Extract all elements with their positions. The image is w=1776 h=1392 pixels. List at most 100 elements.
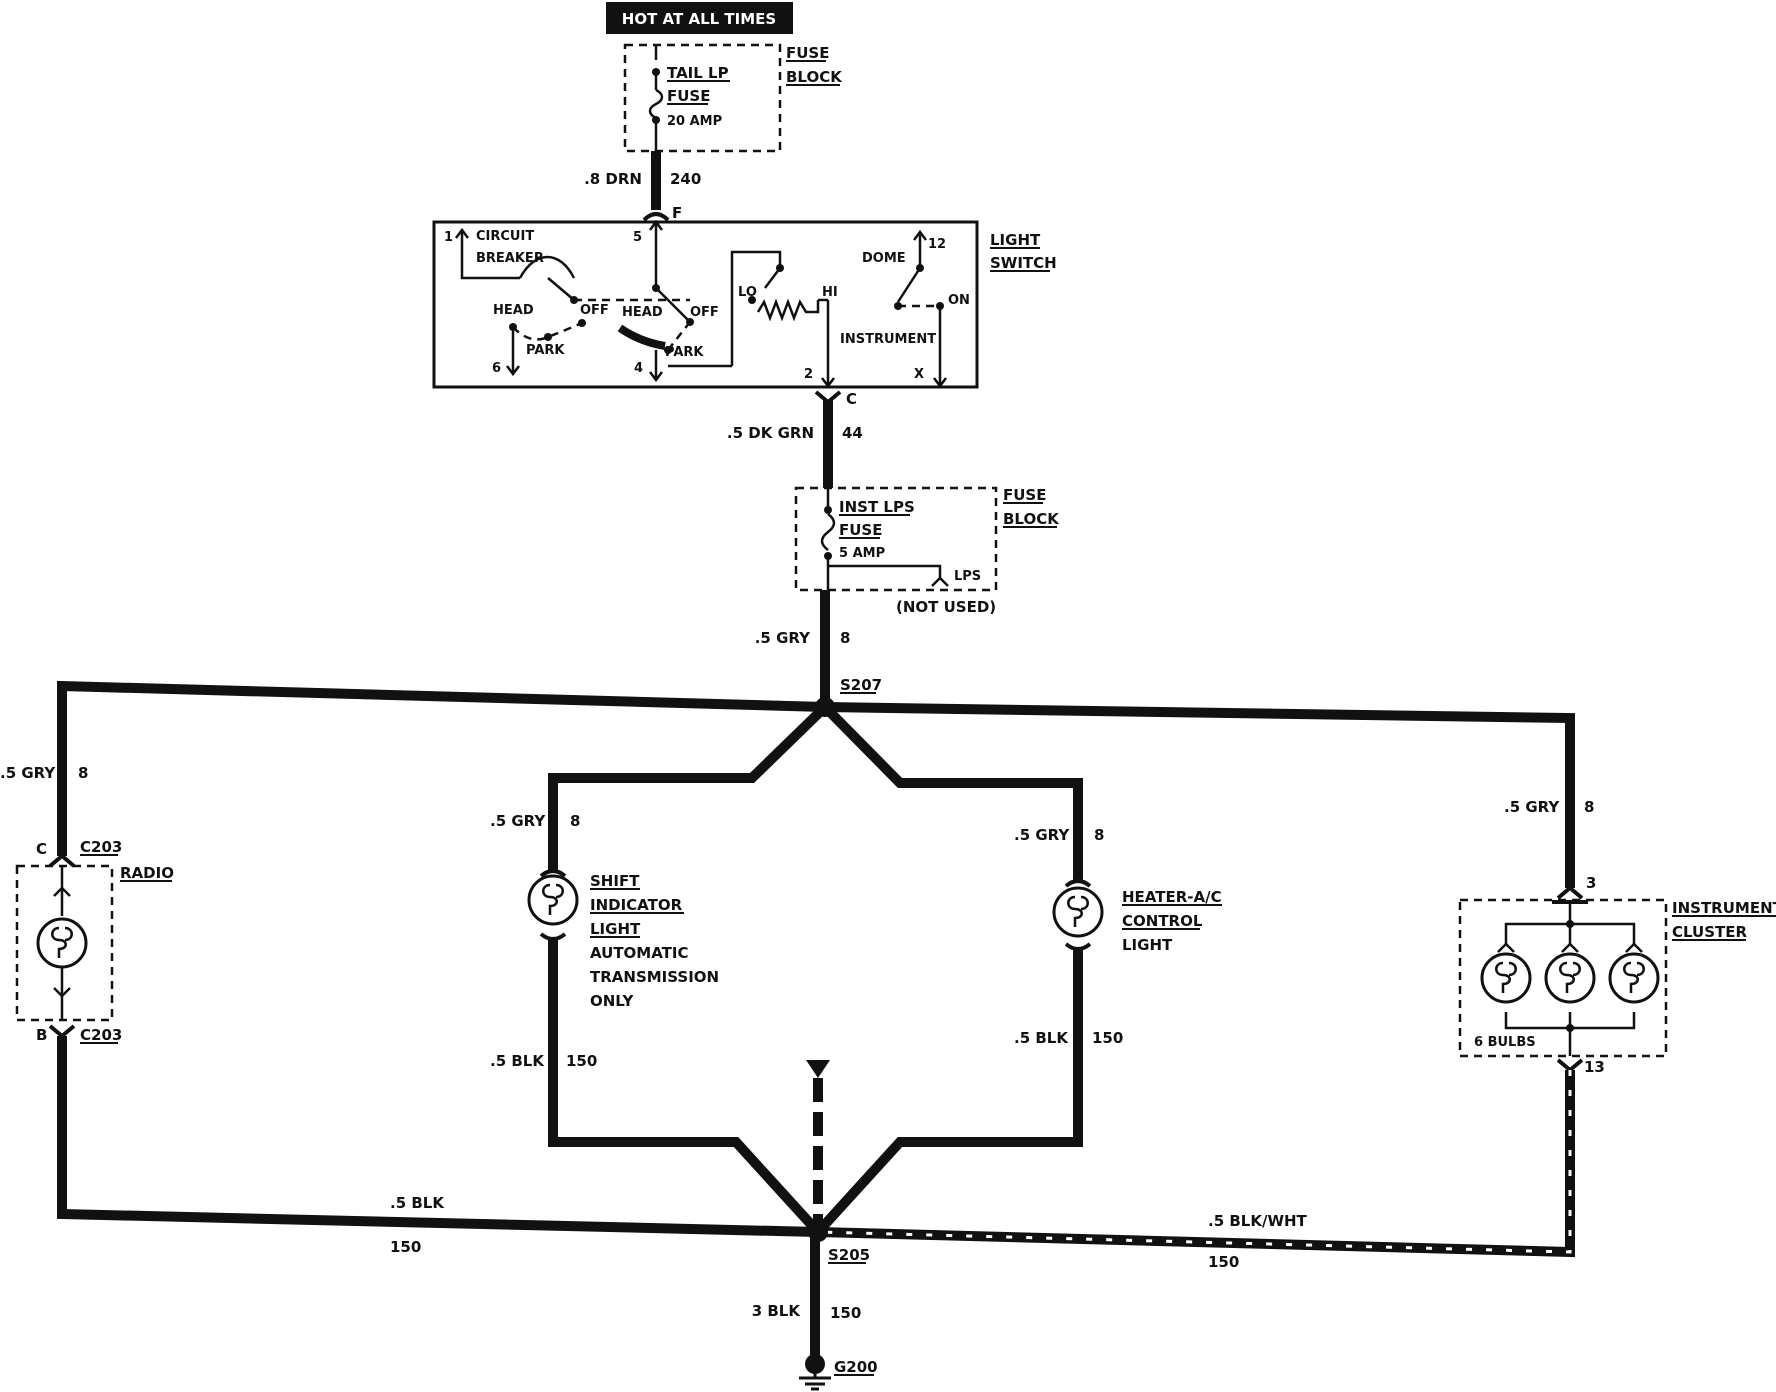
fuse-block-top-name2: BLOCK — [786, 68, 843, 86]
radio-bulb — [36, 917, 88, 969]
heater-ground-wire — [814, 948, 1083, 1236]
park-left-label: PARK — [526, 343, 565, 358]
park-mid-label: PARK — [665, 345, 704, 360]
circuit-breaker-arc — [518, 255, 576, 279]
terminal-1: 1 — [444, 230, 453, 245]
inst-lps-fuse-label: FUSE — [839, 521, 882, 539]
shift-wire-gauge: .5 GRY — [490, 812, 546, 830]
shift-line4: AUTOMATIC — [590, 944, 689, 962]
tail-lp-rating: 20 AMP — [667, 114, 722, 129]
dome-label: DOME — [862, 251, 906, 266]
cluster-wire-circuit: 8 — [1584, 798, 1594, 816]
heater-line2: CONTROL — [1122, 912, 1203, 930]
instrument-label: INSTRUMENT — [840, 332, 936, 347]
splice-s205-label: S205 — [828, 1246, 870, 1264]
cluster-pin-out: 13 — [1584, 1058, 1605, 1076]
lps-label: LPS — [954, 569, 981, 584]
radio-ground-wire — [57, 1036, 819, 1237]
fuse-block-mid-name2: BLOCK — [1003, 510, 1060, 528]
ground-g200-label: G200 — [834, 1358, 878, 1376]
fuse-block-mid-name1: FUSE — [1003, 486, 1046, 504]
wire-to-shift-light — [548, 703, 829, 870]
fuse-block-mid-box — [794, 486, 998, 592]
terminal-12: 12 — [928, 237, 946, 252]
inst-lps-fuse-icon — [820, 513, 836, 551]
hot-at-all-times-text: HOT AT ALL TIMES — [622, 10, 776, 28]
shift-line6: ONLY — [590, 992, 635, 1010]
cluster-ground-wire — [817, 1070, 1575, 1258]
heater-gnd-gauge: .5 BLK — [1014, 1029, 1069, 1047]
ground-g200-terminal — [805, 1354, 825, 1374]
not-used-label: (NOT USED) — [896, 598, 996, 616]
cluster-bulbs-count: 6 BULBS — [1474, 1035, 1536, 1050]
fuse-block-top-name1: FUSE — [786, 44, 829, 62]
heater-line3: LIGHT — [1122, 936, 1173, 954]
radio-name: RADIO — [120, 864, 174, 882]
heater-gnd-circuit: 150 — [1092, 1029, 1123, 1047]
cluster-ground-tracer — [817, 1070, 1572, 1254]
terminal-x: X — [914, 367, 924, 382]
splice-s207-label: S207 — [840, 676, 882, 694]
inst-lps-label: INST LPS — [839, 498, 915, 516]
radio-conn-bot-id: C203 — [80, 1026, 122, 1044]
wire-to-heater-light — [821, 703, 1083, 880]
radio-conn-top-pin: C — [36, 840, 47, 858]
radio-box — [15, 864, 114, 1022]
heater-wire-gauge: .5 GRY — [1014, 826, 1070, 844]
cluster-name2: CLUSTER — [1672, 923, 1747, 941]
cluster-gnd-gauge: .5 BLK/WHT — [1208, 1212, 1308, 1230]
radio-wire-gauge: .5 GRY — [0, 764, 56, 782]
radio-conn-bot-pin: B — [36, 1026, 47, 1044]
off-mid-label: OFF — [690, 305, 719, 320]
head-mid-label: HEAD — [622, 305, 663, 320]
light-switch-name1: LIGHT — [990, 231, 1041, 249]
terminal-4: 4 — [634, 361, 643, 376]
inst-lps-rating: 5 AMP — [839, 546, 885, 561]
light-switch-name2: SWITCH — [990, 254, 1057, 272]
wire-8-main-circuit: 8 — [840, 629, 850, 647]
radio-conn-top-id: C203 — [80, 838, 122, 856]
cluster-gnd-circuit: 150 — [1208, 1253, 1239, 1271]
hot-at-all-times-banner — [606, 2, 793, 34]
cluster-pin-in: 3 — [1586, 874, 1596, 892]
connector-c-label: C — [846, 390, 857, 408]
cluster-bulb-2 — [1544, 952, 1596, 1004]
terminal-6: 6 — [492, 361, 501, 376]
shift-ground-wire — [548, 938, 822, 1236]
headlamp-contact-bar — [617, 324, 666, 350]
fuse-block-top-box — [623, 43, 782, 153]
off-left-label: OFF — [580, 303, 609, 318]
heater-ac-bulb — [1052, 886, 1104, 938]
shift-line3: LIGHT — [590, 920, 641, 938]
tail-lp-fuse-icon — [648, 88, 664, 120]
radio-gnd-circuit: 150 — [390, 1238, 421, 1256]
heater-line1: HEATER-A/C — [1122, 888, 1222, 906]
tail-lp-fuse-label: FUSE — [667, 87, 710, 105]
instrument-cluster-box — [1458, 898, 1668, 1058]
cluster-bulb-1 — [1480, 952, 1532, 1004]
wire-44-circuit: 44 — [842, 424, 863, 442]
cluster-wire-gauge: .5 GRY — [1504, 798, 1560, 816]
radio-gnd-gauge: .5 BLK — [390, 1194, 445, 1212]
shift-line1: SHIFT — [590, 872, 640, 890]
rheostat-resistor — [756, 298, 820, 322]
hi-label: HI — [822, 285, 838, 300]
wire-240-circuit: 240 — [670, 170, 701, 188]
shift-line5: TRANSMISSION — [590, 968, 719, 986]
connector-f — [642, 212, 670, 222]
connector-f-label: F — [672, 204, 682, 222]
cluster-name1: INSTRUMENT — [1672, 899, 1776, 917]
shift-wire-circuit: 8 — [570, 812, 580, 830]
on-label: ON — [948, 293, 970, 308]
wire-8-main-gauge: .5 GRY — [755, 629, 811, 647]
ground-continuation-arrow — [806, 1060, 830, 1078]
cluster-bulb-3 — [1608, 952, 1660, 1004]
shift-gnd-gauge: .5 BLK — [490, 1052, 545, 1070]
heater-wire-circuit: 8 — [1094, 826, 1104, 844]
light-switch-box — [432, 220, 979, 389]
shift-line2: INDICATOR — [590, 896, 683, 914]
wire-240-gauge: .8 DRN — [584, 170, 642, 188]
terminal-2: 2 — [804, 367, 813, 382]
main-gnd-circuit: 150 — [830, 1304, 861, 1322]
